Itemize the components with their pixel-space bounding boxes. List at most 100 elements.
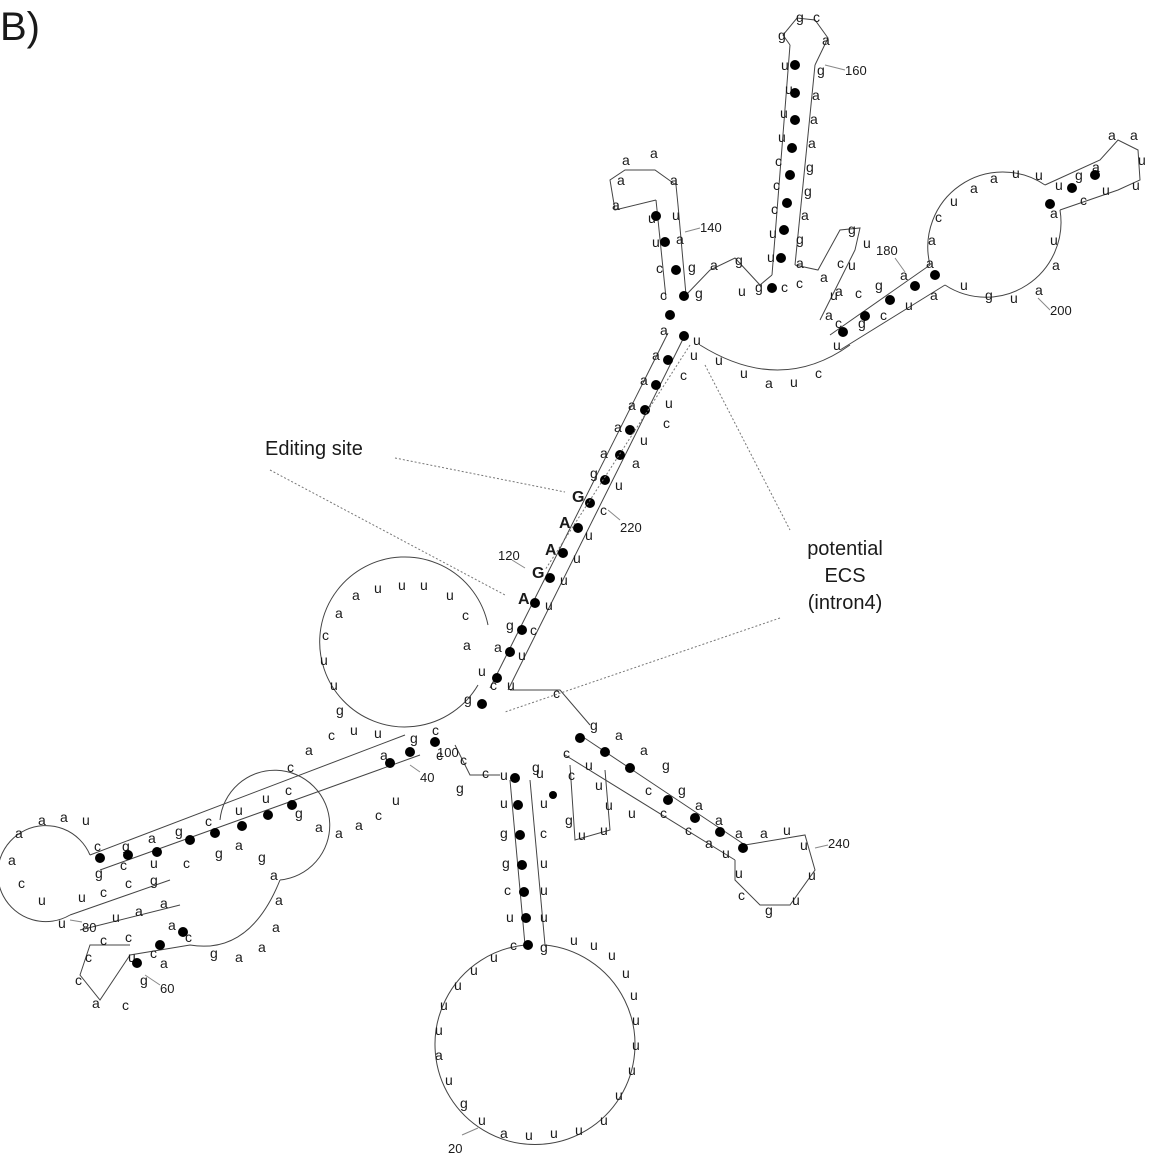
svg-text:c: c [600,502,607,518]
svg-text:u: u [58,915,66,931]
svg-text:g: g [95,865,103,881]
svg-text:g: g [460,1095,468,1111]
editing-site-label: Editing site [265,438,363,460]
svg-text:c: c [645,782,652,798]
svg-text:c: c [436,747,443,763]
svg-text:u: u [632,1037,640,1053]
svg-text:a: a [1052,257,1060,273]
svg-text:u: u [905,297,913,313]
svg-text:c: c [815,365,822,381]
ecs-label-line1: potential [807,538,883,560]
svg-text:c: c [122,997,129,1013]
svg-text:c: c [773,177,780,193]
svg-text:a: a [808,135,816,151]
svg-text:u: u [781,57,789,73]
svg-text:u: u [445,1072,453,1088]
svg-text:u: u [446,587,454,603]
ecs-annotation: potential ECS (intron4) [504,344,883,713]
svg-text:u: u [738,283,746,299]
svg-text:a: a [900,267,908,283]
svg-text:u: u [622,965,630,981]
svg-text:u: u [575,1122,583,1138]
svg-text:c: c [738,887,745,903]
svg-text:g: g [456,780,464,796]
svg-text:u: u [800,837,808,853]
svg-text:u: u [778,129,786,145]
svg-text:u: u [374,580,382,596]
svg-text:u: u [722,845,730,861]
ecs-label-line3: (intron4) [808,592,882,614]
svg-text:a: a [270,867,278,883]
svg-text:u: u [518,647,526,663]
svg-text:u: u [235,802,243,818]
svg-text:a: a [705,835,713,851]
svg-text:u: u [550,1125,558,1141]
svg-text:u: u [590,937,598,953]
svg-text:u: u [500,767,508,783]
svg-text:a: a [970,180,978,196]
svg-text:a: a [235,949,243,965]
svg-text:c: c [75,972,82,988]
svg-text:a: a [796,255,804,271]
svg-text:u: u [454,977,462,993]
svg-text:a: a [812,87,820,103]
svg-text:g: g [215,845,223,861]
svg-text:u: u [767,249,775,265]
svg-text:a: a [695,797,703,813]
svg-text:c: c [1080,192,1087,208]
svg-text:u: u [640,432,648,448]
position-number-40: 40 [420,770,434,785]
svg-text:g: g [662,757,670,773]
svg-text:u: u [1138,152,1146,168]
editing-base: G [572,489,584,506]
svg-text:a: a [926,255,934,271]
svg-text:u: u [792,892,800,908]
svg-text:g: g [210,945,218,961]
svg-text:u: u [470,962,478,978]
svg-text:a: a [825,307,833,323]
svg-text:g: g [506,617,514,633]
svg-text:u: u [1012,165,1020,181]
position-number-60: 60 [160,981,174,996]
svg-text:g: g [875,277,883,293]
svg-text:a: a [640,742,648,758]
svg-text:c: c [482,765,489,781]
svg-text:u: u [540,855,548,871]
svg-text:c: c [460,752,467,768]
svg-text:c: c [432,722,439,738]
svg-text:a: a [612,197,620,213]
svg-text:a: a [148,830,156,846]
svg-text:u: u [1010,290,1018,306]
svg-text:a: a [168,917,176,933]
svg-text:u: u [863,235,871,251]
svg-text:u: u [1102,182,1110,198]
svg-text:c: c [935,209,942,225]
svg-text:a: a [8,852,16,868]
svg-text:c: c [120,857,127,873]
svg-text:a: a [765,375,773,391]
position-number-80: 80 [82,920,96,935]
svg-text:a: a [1035,282,1043,298]
svg-text:g: g [336,702,344,718]
svg-text:g: g [532,759,540,775]
svg-text:u: u [950,193,958,209]
svg-text:c: c [100,932,107,948]
base-pair-dots [95,60,1100,968]
svg-text:a: a [315,819,323,835]
svg-text:u: u [440,997,448,1013]
svg-text:a: a [615,727,623,743]
svg-text:a: a [160,955,168,971]
svg-text:u: u [785,81,793,97]
svg-text:g: g [765,902,773,918]
svg-text:a: a [640,372,648,388]
svg-text:a: a [60,809,68,825]
svg-text:c: c [880,307,887,323]
svg-text:c: c [835,315,842,331]
svg-text:c: c [287,759,294,775]
svg-text:a: a [801,207,809,223]
svg-text:c: c [150,945,157,961]
svg-text:c: c [205,813,212,829]
svg-text:u: u [715,352,723,368]
svg-text:c: c [553,685,560,701]
